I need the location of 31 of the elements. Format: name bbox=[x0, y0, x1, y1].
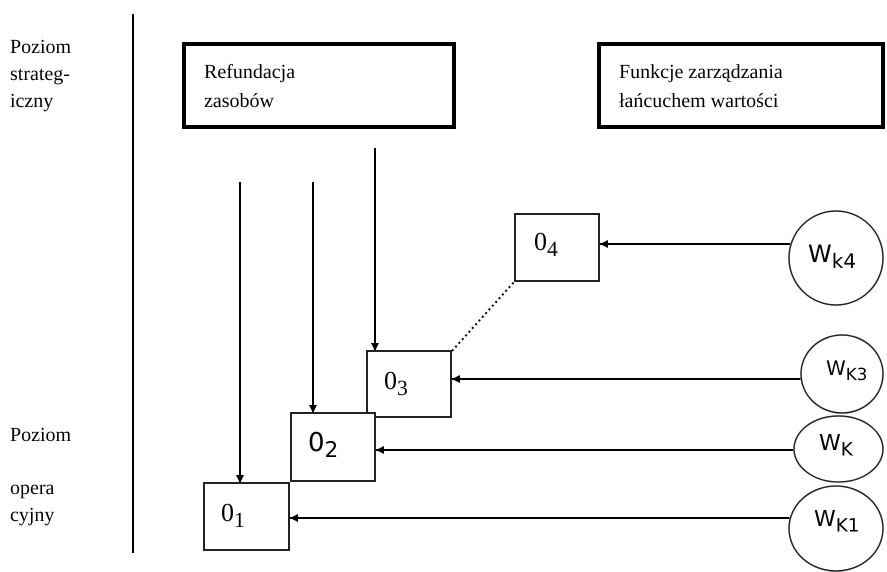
node-label: W$_{K3}$ bbox=[826, 356, 868, 384]
arrow bbox=[236, 182, 244, 483]
heading-text: Funkcje zarządzania łańcuchem wartości bbox=[619, 60, 784, 114]
arrow bbox=[376, 446, 794, 454]
entity-circle bbox=[788, 485, 884, 572]
arrow bbox=[452, 375, 800, 383]
process-box bbox=[366, 350, 452, 418]
arrow bbox=[290, 514, 790, 522]
node-label: W$_{K1}$ bbox=[814, 507, 860, 536]
node-label: 0$_{3}$ bbox=[384, 366, 408, 402]
dotted-line bbox=[451, 281, 515, 352]
level-label: Poziom strateg- iczny bbox=[10, 35, 72, 114]
arrow bbox=[371, 148, 379, 351]
heading-text: Refundacja zasobów bbox=[204, 60, 296, 114]
arrow bbox=[600, 240, 790, 248]
entity-circle bbox=[793, 415, 884, 483]
process-box bbox=[514, 213, 600, 282]
level-label: Poziom bbox=[10, 423, 72, 448]
heading-box bbox=[597, 42, 885, 129]
process-box bbox=[290, 412, 376, 482]
entity-circle bbox=[800, 334, 884, 414]
entity-circle bbox=[788, 210, 884, 306]
node-label: 0$_{1}$ bbox=[221, 498, 245, 534]
process-box bbox=[203, 482, 290, 551]
arrow bbox=[309, 182, 317, 413]
level-label: opera cyjny bbox=[10, 476, 56, 528]
node-label: W$_{K}$ bbox=[819, 431, 853, 460]
node-label: 0$_{4}$ bbox=[534, 227, 558, 262]
heading-box bbox=[182, 42, 456, 129]
node-label: W$_{k4}$ bbox=[808, 240, 856, 273]
node-label: 0$_{2}$ bbox=[308, 428, 338, 464]
